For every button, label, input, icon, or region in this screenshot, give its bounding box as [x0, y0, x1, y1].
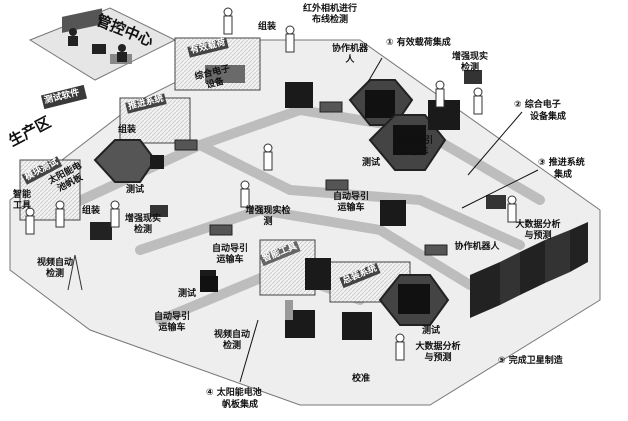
- control-screen: [92, 44, 106, 54]
- label-agv-center: 自动导引运输车: [396, 136, 433, 157]
- tripod-left: [67, 254, 76, 291]
- leader-c4: [239, 319, 259, 383]
- test-chamber-2-sat: [393, 125, 426, 155]
- agv-3: [209, 224, 233, 236]
- label-ar-left: 增强现实检测: [124, 214, 161, 235]
- agv-1: [319, 101, 343, 113]
- label-assembly-left2: 组装: [82, 206, 101, 216]
- label-video-left: 视频自动检测: [36, 258, 73, 279]
- satellite-h: [150, 155, 164, 169]
- label-smart-tool: 智能工具: [12, 190, 31, 211]
- label-infrared: 红外相机进行布线检测: [302, 4, 357, 25]
- station-electronics-frame: [205, 65, 245, 83]
- screen-right-top: [464, 70, 482, 84]
- callout-4a: ④ 太阳能电池: [206, 388, 262, 398]
- video-lower-panel: [285, 300, 293, 320]
- label-ar-mid: 增强现实检测: [245, 206, 291, 227]
- label-test-lower: 测试: [178, 289, 197, 299]
- monitor-panel-software: [40, 84, 88, 110]
- test-chamber-3-sat: [398, 284, 430, 314]
- label-test-center: 测试: [362, 158, 381, 168]
- label-test-left: 测试: [126, 185, 145, 195]
- callout-3b: 集成: [554, 170, 573, 180]
- workers: [25, 7, 517, 361]
- callout-2a: ② 综合电子: [514, 100, 561, 110]
- label-cobot-right: 协作机器人: [454, 242, 500, 252]
- bigdata-server-racks: [470, 222, 588, 318]
- label-ar-top: 增强现实检测: [451, 52, 488, 73]
- label-assembly-top: 组装: [258, 22, 277, 32]
- label-cobot-top: 协作机器人: [331, 44, 368, 65]
- label-test-bottom: 测试: [422, 326, 441, 336]
- callout-3a: ③ 推进系统: [538, 158, 585, 168]
- agv-5: [174, 139, 198, 151]
- conveyor-track: [55, 104, 545, 325]
- label-bigdata-right: 大数据分析与预测: [515, 220, 561, 241]
- callout-1: ① 有效载荷集成: [386, 38, 451, 48]
- callout-4b: 帆板集成: [222, 400, 259, 410]
- label-agv-mid: 自动导引运输车: [332, 192, 369, 213]
- satellite-a: [285, 82, 313, 108]
- callout-2b: 设备集成: [530, 112, 567, 122]
- tripod-left-2: [74, 254, 83, 291]
- satellite-f: [342, 312, 372, 340]
- label-assembly-left: 组装: [118, 125, 137, 135]
- leader-c3: [461, 169, 539, 209]
- label-video-lower: 视频自动检测: [213, 330, 250, 351]
- screen-right-mid: [486, 195, 506, 209]
- control-console: [62, 8, 102, 33]
- label-agv-left: 自动导引运输车: [211, 244, 248, 265]
- agv-2: [325, 179, 349, 191]
- leader-c1: [367, 57, 383, 83]
- satellite-d: [305, 258, 331, 290]
- screen-left-video: [90, 222, 112, 240]
- panel-dark-lower: [200, 276, 218, 292]
- leader-c2: [467, 111, 523, 176]
- callout-5: ⑤ 完成卫星制造: [498, 356, 563, 366]
- satellite-c: [380, 200, 406, 226]
- test-chamber-1-sat: [365, 90, 395, 118]
- label-calibration: 校准: [352, 374, 371, 384]
- agv-4: [424, 244, 448, 256]
- screen-left-ar: [150, 205, 168, 217]
- control-operators: [68, 28, 127, 62]
- label-agv-lower: 自动导引运输车: [153, 312, 190, 333]
- label-bigdata-bottom: 大数据分析与预测: [415, 342, 461, 363]
